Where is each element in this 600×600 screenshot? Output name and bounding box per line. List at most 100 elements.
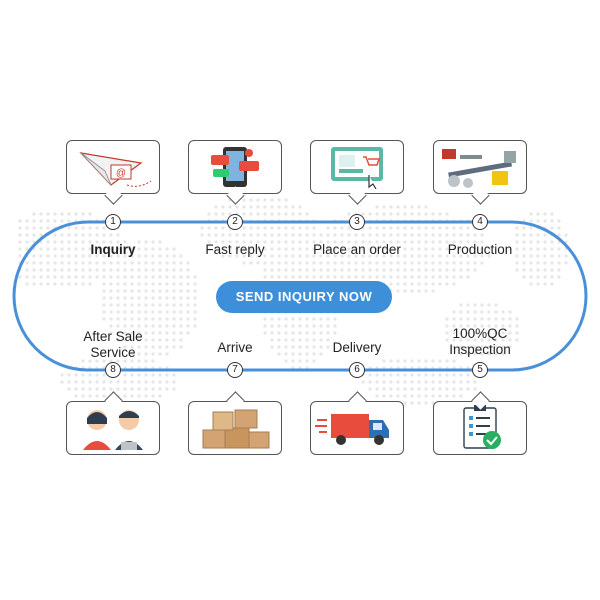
map-dot	[410, 359, 414, 363]
map-dot	[536, 275, 540, 279]
map-dot	[130, 275, 134, 279]
map-dot	[529, 261, 533, 265]
map-dot	[228, 254, 232, 258]
map-dot	[438, 240, 442, 244]
map-dot	[214, 240, 218, 244]
map-dot	[151, 380, 155, 384]
map-dot	[291, 240, 295, 244]
map-dot	[389, 247, 393, 251]
map-dot	[158, 254, 162, 258]
map-dot	[67, 261, 71, 265]
map-dot	[354, 247, 358, 251]
map-dot	[137, 359, 141, 363]
map-dot	[494, 310, 498, 314]
map-dot	[382, 359, 386, 363]
map-dot	[424, 289, 428, 293]
map-dot	[179, 345, 183, 349]
delivery-truck-icon	[315, 414, 389, 445]
send-inquiry-button[interactable]: SEND INQUIRY NOW	[216, 281, 392, 313]
map-dot	[60, 219, 64, 223]
map-dot	[144, 394, 148, 398]
map-dot	[473, 247, 477, 251]
map-dot	[158, 331, 162, 335]
map-dot	[389, 373, 393, 377]
map-dot	[60, 380, 64, 384]
map-dot	[165, 380, 169, 384]
map-dot	[543, 254, 547, 258]
map-dot	[508, 331, 512, 335]
map-dot	[263, 331, 267, 335]
map-dot	[424, 282, 428, 286]
map-dot	[445, 240, 449, 244]
map-dot	[256, 261, 260, 265]
map-dot	[214, 233, 218, 237]
map-dot	[382, 394, 386, 398]
map-dot	[102, 296, 106, 300]
map-dot	[123, 331, 127, 335]
map-dot	[354, 268, 358, 272]
map-dot	[382, 268, 386, 272]
map-dot	[186, 331, 190, 335]
map-dot	[487, 254, 491, 258]
map-dot	[102, 373, 106, 377]
map-dot	[137, 275, 141, 279]
map-dot	[326, 240, 330, 244]
map-dot	[403, 373, 407, 377]
map-dot	[39, 261, 43, 265]
map-dot	[88, 373, 92, 377]
map-dot	[473, 268, 477, 272]
map-dot	[109, 268, 113, 272]
map-dot	[396, 212, 400, 216]
map-dot	[221, 233, 225, 237]
map-dot	[172, 289, 176, 293]
map-dot	[130, 387, 134, 391]
step-label-production: Production	[447, 242, 513, 257]
map-dot	[109, 331, 113, 335]
map-dot	[74, 268, 78, 272]
step-number-2: 2	[227, 214, 243, 230]
map-dot	[60, 233, 64, 237]
map-dot	[326, 331, 330, 335]
map-dot	[277, 205, 281, 209]
map-dot	[144, 254, 148, 258]
map-dot	[130, 261, 134, 265]
map-dot	[277, 247, 281, 251]
map-dot	[46, 254, 50, 258]
map-dot	[53, 247, 57, 251]
map-dot	[193, 296, 197, 300]
map-dot	[151, 268, 155, 272]
map-dot	[550, 254, 554, 258]
map-dot	[466, 338, 470, 342]
map-dot	[508, 310, 512, 314]
map-dot	[466, 331, 470, 335]
map-dot	[67, 254, 71, 258]
map-dot	[53, 282, 57, 286]
map-dot	[137, 331, 141, 335]
map-dot	[396, 359, 400, 363]
map-dot	[158, 338, 162, 342]
map-dot	[165, 338, 169, 342]
map-dot	[522, 254, 526, 258]
map-dot	[508, 324, 512, 328]
map-dot	[515, 226, 519, 230]
map-dot	[529, 275, 533, 279]
map-dot	[382, 205, 386, 209]
map-dot	[39, 282, 43, 286]
map-dot	[270, 275, 274, 279]
step-2-bubble	[188, 140, 282, 194]
map-dot	[123, 303, 127, 307]
map-dot	[67, 240, 71, 244]
map-dot	[550, 219, 554, 223]
map-dot	[109, 254, 113, 258]
map-dot	[123, 387, 127, 391]
map-dot	[319, 240, 323, 244]
map-dot	[123, 324, 127, 328]
map-dot	[102, 282, 106, 286]
map-dot	[130, 282, 134, 286]
map-dot	[165, 289, 169, 293]
map-dot	[165, 254, 169, 258]
map-dot	[459, 310, 463, 314]
map-dot	[396, 205, 400, 209]
map-dot	[18, 226, 22, 230]
map-dot	[235, 240, 239, 244]
